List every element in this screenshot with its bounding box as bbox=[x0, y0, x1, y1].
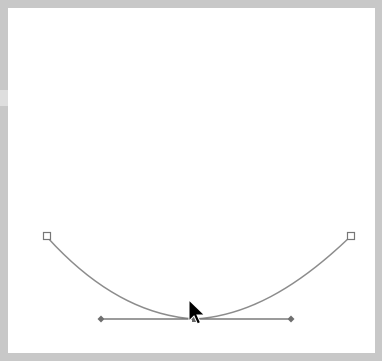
handle-point-left-icon[interactable] bbox=[97, 315, 105, 323]
bezier-path[interactable] bbox=[46, 235, 352, 320]
frame-edge-notch bbox=[0, 90, 8, 106]
drawing-canvas[interactable] bbox=[8, 8, 375, 353]
anchor-point-left-icon[interactable] bbox=[42, 231, 52, 241]
anchor-point-right-icon[interactable] bbox=[346, 231, 356, 241]
handle-point-right-icon[interactable] bbox=[287, 315, 295, 323]
direct-selection-arrow-icon bbox=[188, 298, 206, 325]
